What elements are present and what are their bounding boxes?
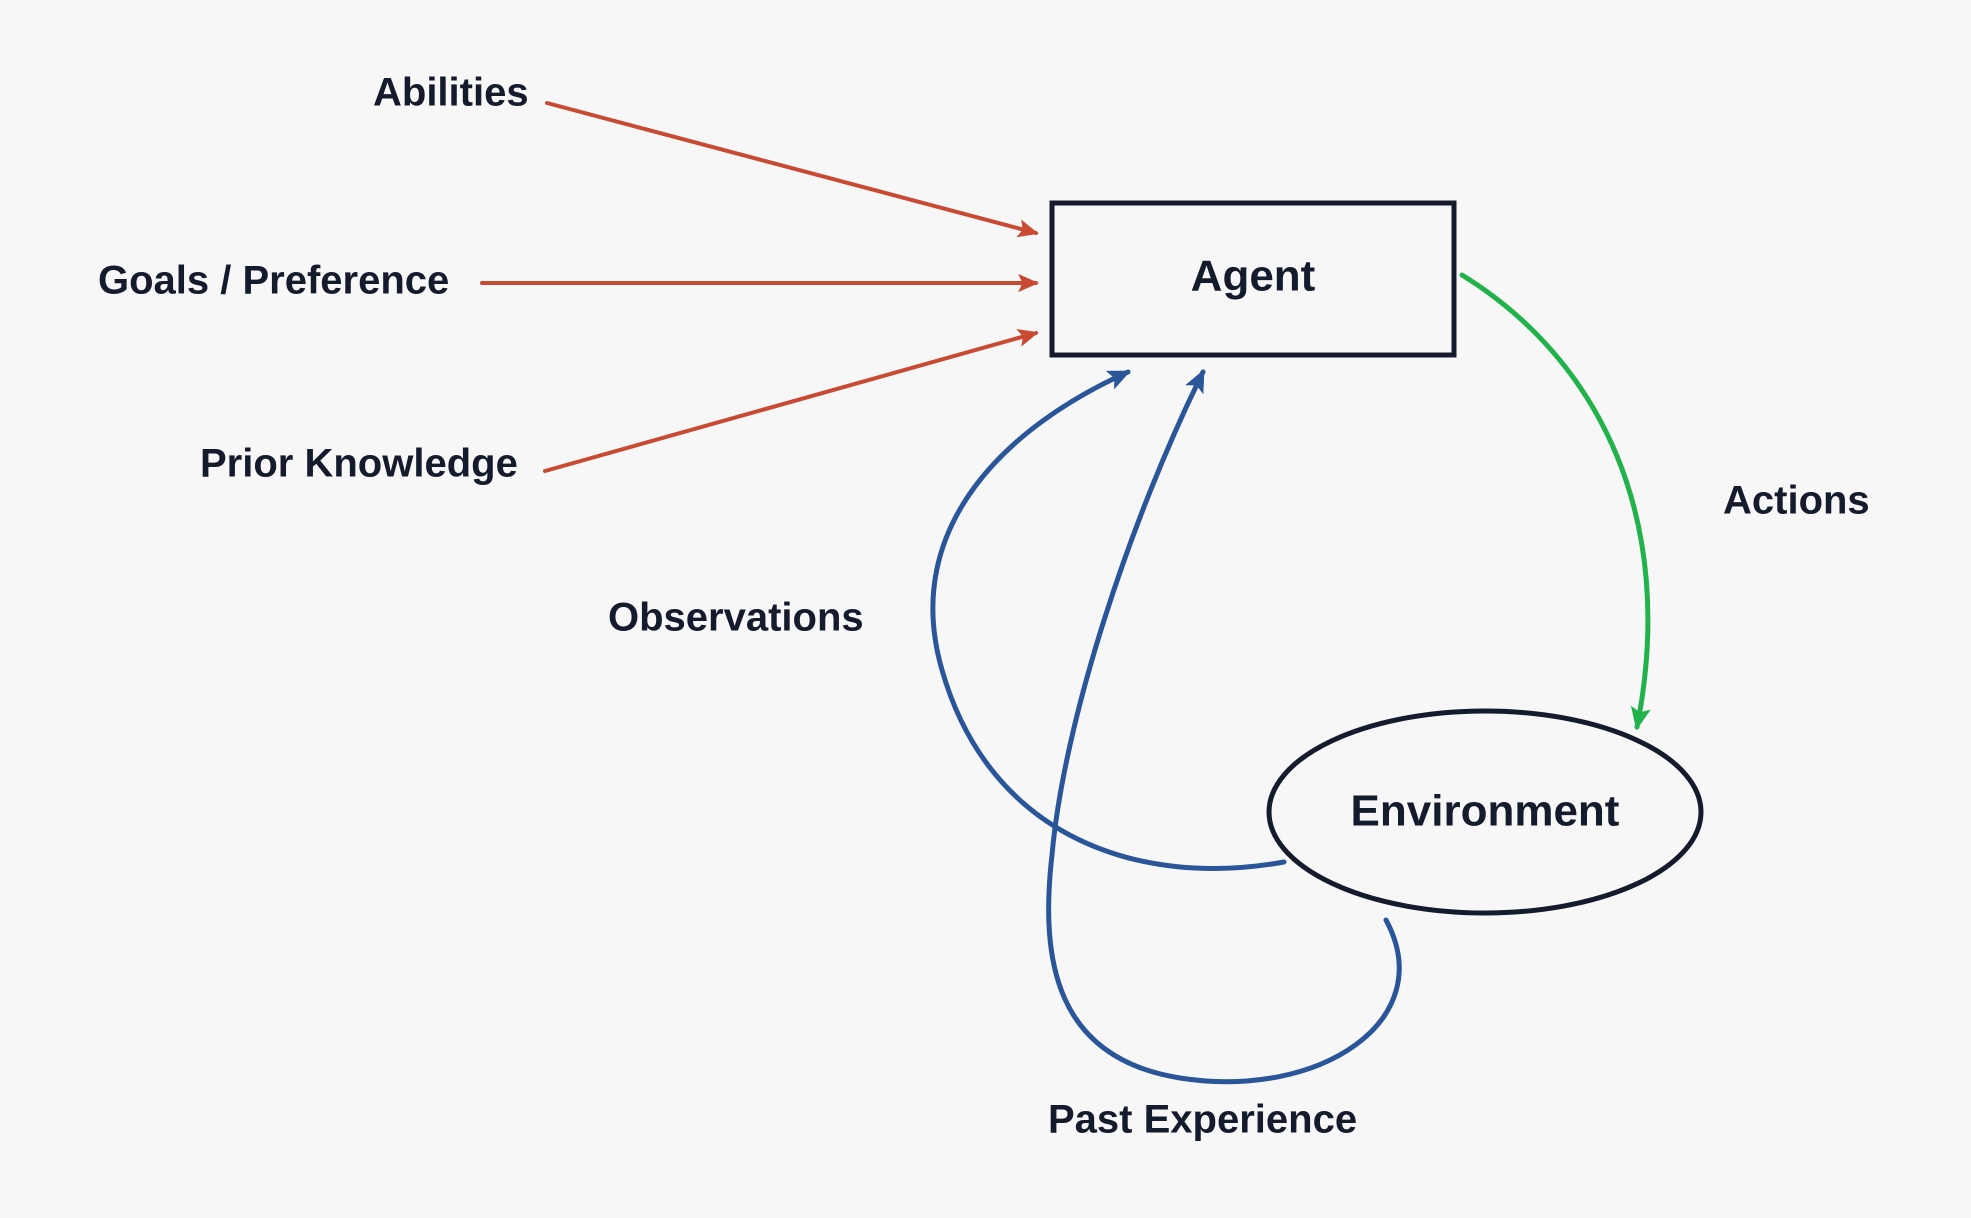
label-past-experience: Past Experience <box>1048 1098 1357 1142</box>
agent-box[interactable] <box>1049 200 1457 358</box>
node-agent[interactable]: Agent <box>1049 200 1457 358</box>
edge-environment-to-agent-past-experience <box>1046 369 1402 1085</box>
environment-ellipse[interactable] <box>1266 708 1704 916</box>
node-environment[interactable]: Environment <box>1266 708 1704 916</box>
edge-prior-knowledge-to-agent <box>543 329 1039 473</box>
input-labels-layer: Abilities Goals / Preference Prior Knowl… <box>98 71 529 486</box>
label-actions: Actions <box>1723 479 1870 523</box>
edge-agent-to-environment-actions <box>1459 272 1651 731</box>
label-observations: Observations <box>608 596 864 640</box>
label-abilities: Abilities <box>373 71 529 115</box>
agent-label: Agent <box>1191 252 1316 301</box>
nodes-layer: Agent Environment <box>1049 200 1704 916</box>
edges-layer <box>480 101 1651 1085</box>
edge-labels-layer: Actions Observations Past Experience <box>608 479 1870 1142</box>
environment-label: Environment <box>1351 787 1620 836</box>
edge-abilities-to-agent <box>545 101 1039 238</box>
label-prior-knowledge: Prior Knowledge <box>200 442 518 486</box>
edge-environment-to-agent-observations <box>930 369 1287 871</box>
label-goals-preference: Goals / Preference <box>98 259 449 303</box>
